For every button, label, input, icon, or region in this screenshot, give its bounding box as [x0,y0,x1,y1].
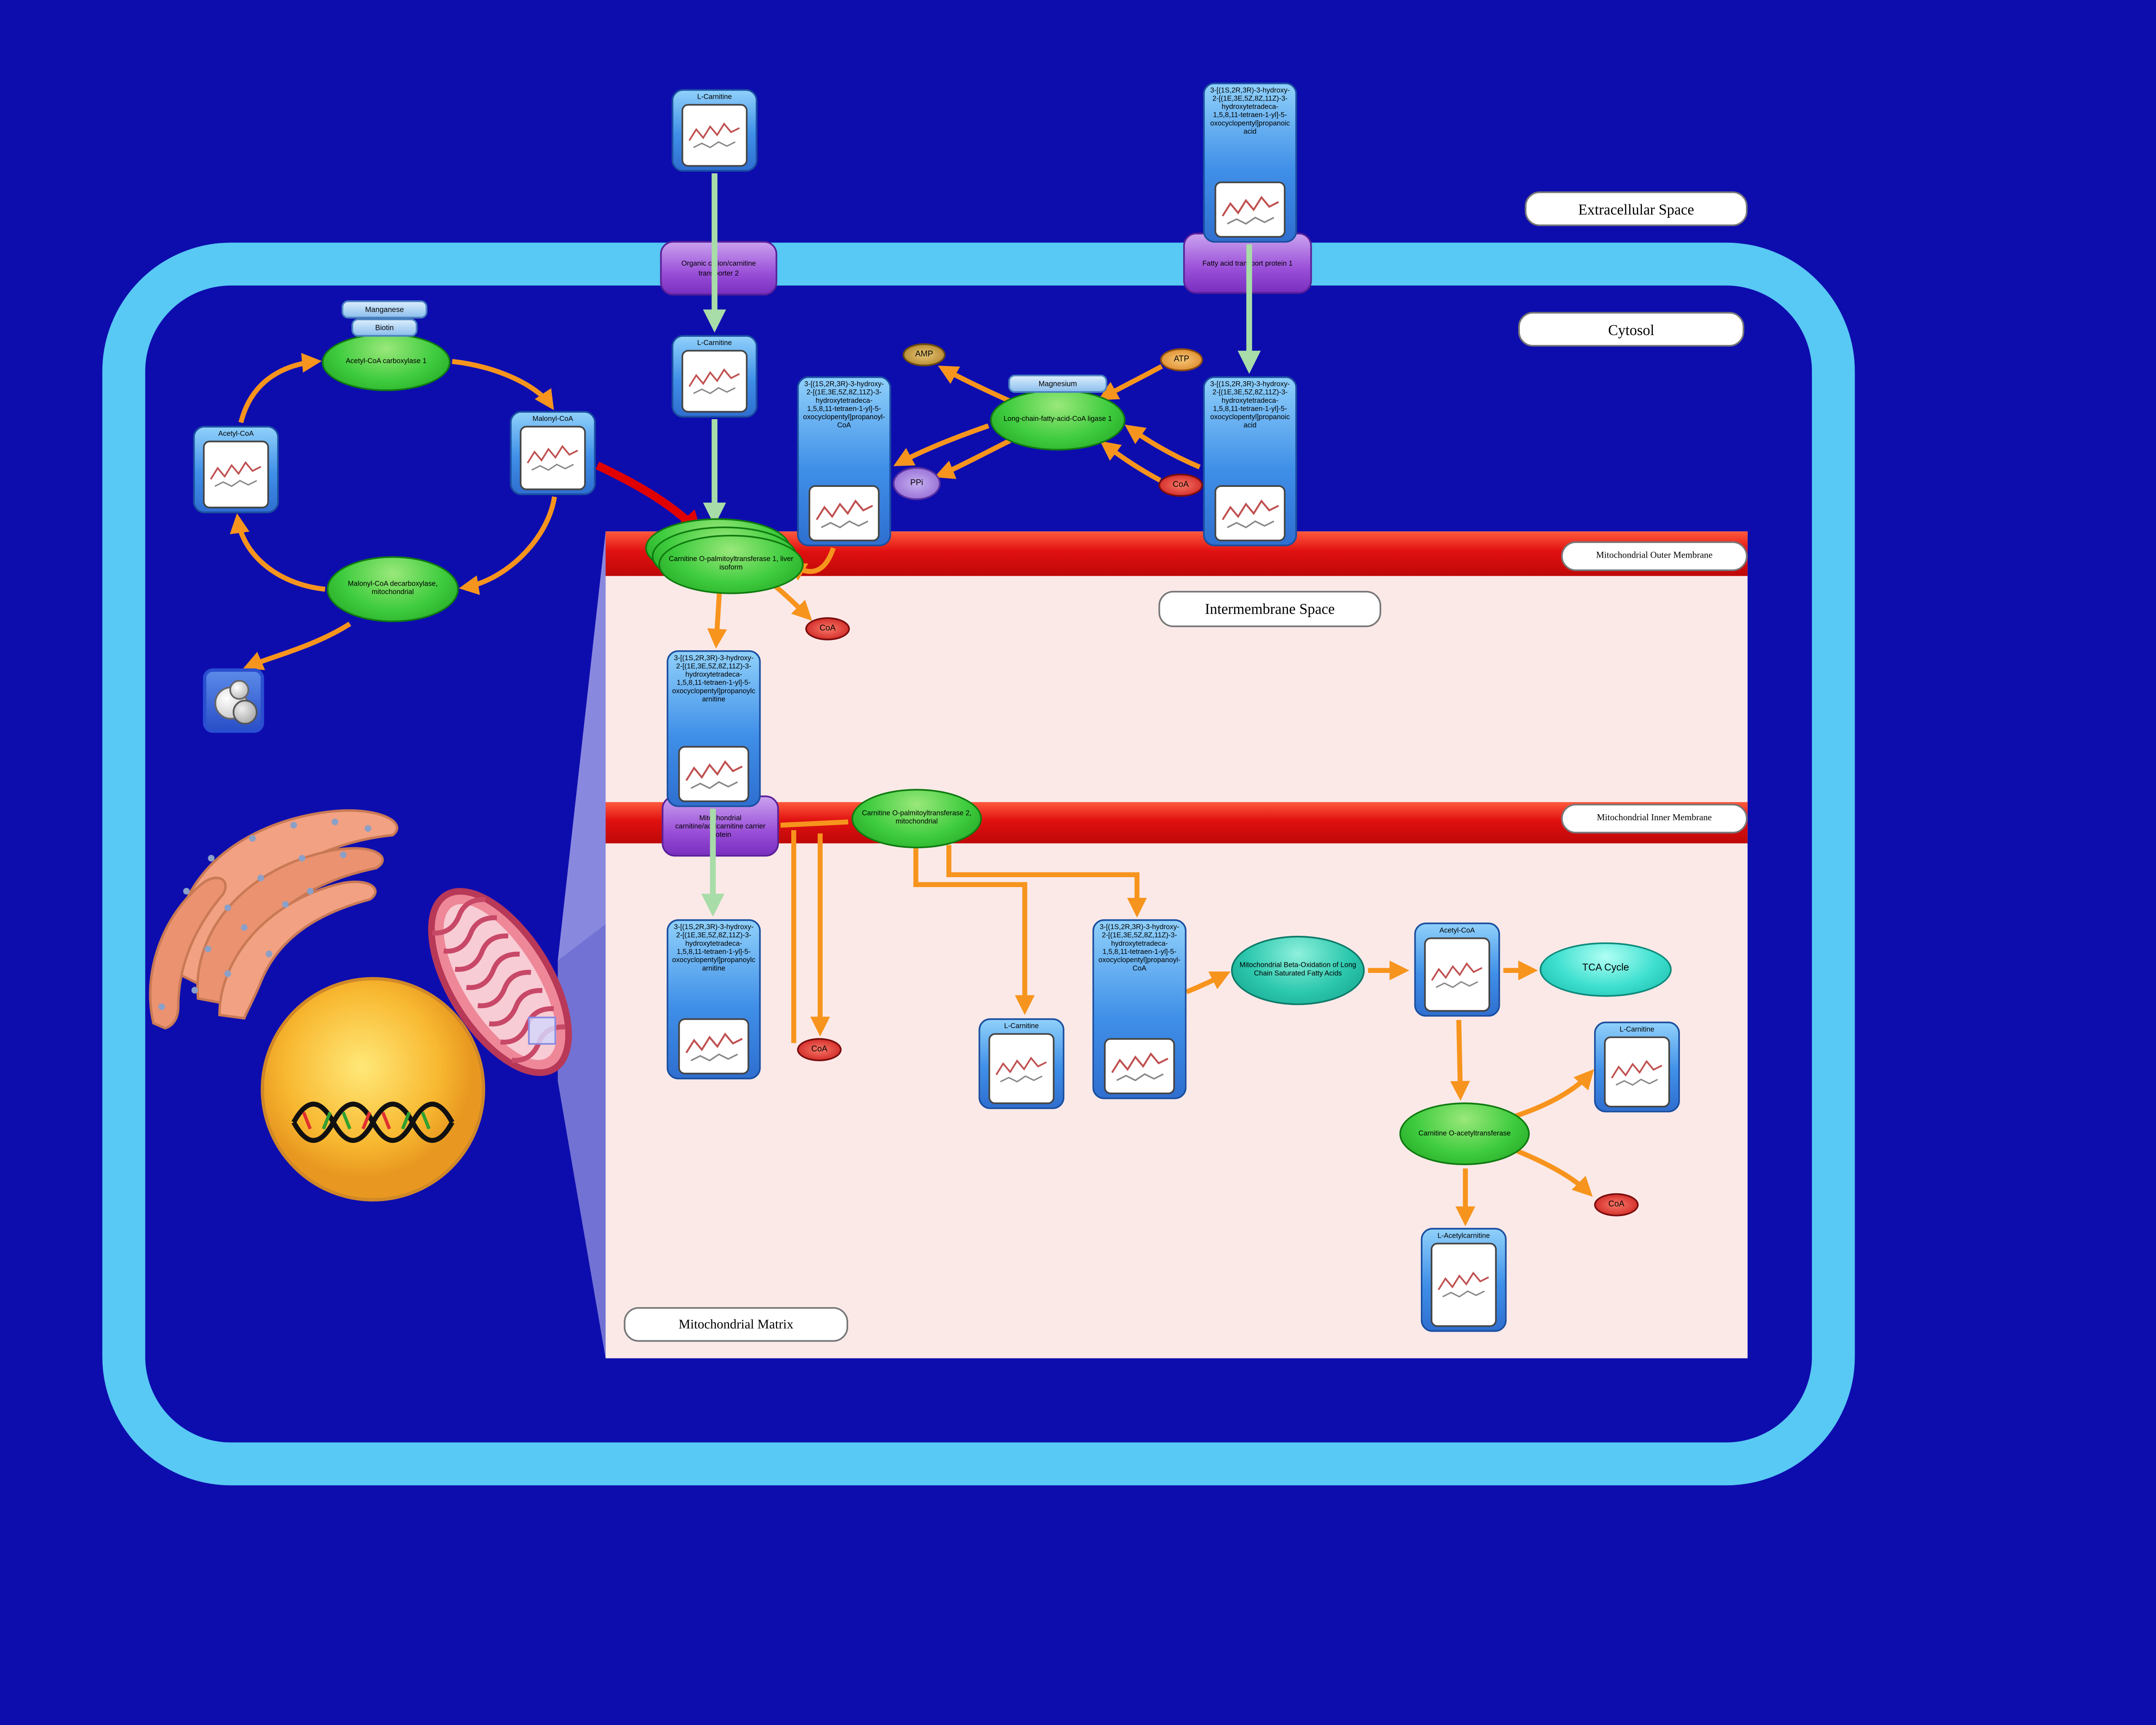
metabolite-acetyl-coa-cytosol[interactable]: Acetyl-CoA [193,426,279,514]
metabolite-label: L-Carnitine [1004,1021,1039,1030]
enzyme-label: Long-chain-fatty-acid-CoA ligase 1 [1003,414,1112,423]
metabolite-label: Acetyl-CoA [218,429,254,438]
label-cytosol: Cytosol [1518,312,1745,347]
co2-molecule[interactable] [203,668,264,733]
enzyme-cpt2[interactable]: Carnitine O-palmitoyltransferase 2, mito… [851,789,982,849]
enzyme-mcd[interactable]: Malonyl-CoA decarboxylase, mitochondrial [326,556,459,622]
metabolite-label: 3-[(1S,2R,3R)-3-hydroxy-2-[(1E,3E,5Z,8Z,… [1098,922,1181,972]
cofactor-atp[interactable]: ATP [1160,348,1203,372]
metabolite-label: L-Carnitine [697,92,732,101]
molecule-structure [682,350,747,413]
molecule-structure [1604,1036,1670,1107]
metabolite-fatty-acid-cytosol[interactable]: 3-[(1S,2R,3R)-3-hydroxy-2-[(1E,3E,5Z,8Z,… [1203,376,1297,546]
cofactor-amp[interactable]: AMP [903,343,946,367]
molecule-structure [989,1033,1054,1104]
atom-sphere [232,699,258,725]
endoplasmic-reticulum-illustration [149,809,398,1030]
label-extracellular-space: Extracellular Space [1525,191,1748,226]
molecule-structure [1103,1038,1176,1095]
metabolite-l-carnitine-matrix-2[interactable]: L-Carnitine [1594,1021,1680,1113]
metabolite-label: L-Carnitine [697,338,732,347]
metabolite-l-carnitine-matrix[interactable]: L-Carnitine [978,1018,1065,1109]
metabolite-label: Acetyl-CoA [1439,925,1475,935]
metabolite-acylcarnitine-intermembrane[interactable]: 3-[(1S,2R,3R)-3-hydroxy-2-[(1E,3E,5Z,8Z,… [667,650,761,807]
enzyme-label: Acetyl-CoA carboxylase 1 [345,356,427,365]
pathway-tca-cycle[interactable]: TCA Cycle [1539,942,1672,997]
cofactor-manganese[interactable]: Manganese [342,300,428,319]
enzyme-label: Carnitine O-palmitoyltransferase 1, live… [668,555,793,571]
metabolite-label: 3-[(1S,2R,3R)-3-hydroxy-2-[(1E,3E,5Z,8Z,… [1210,86,1290,135]
metabolite-acylcarnitine-matrix[interactable]: 3-[(1S,2R,3R)-3-hydroxy-2-[(1E,3E,5Z,8Z,… [667,919,761,1079]
molecule-structure [203,440,269,508]
metabolite-label: 3-[(1S,2R,3R)-3-hydroxy-2-[(1E,3E,5Z,8Z,… [1210,380,1290,429]
nucleus-illustration [260,977,486,1202]
molecule-structure [1424,937,1490,1012]
pathway-label: Mitochondrial Beta-Oxidation of Long Cha… [1239,960,1357,977]
label-intermembrane-space: Intermembrane Space [1158,591,1382,627]
enzyme-label: Malonyl-CoA decarboxylase, mitochondrial [348,579,438,596]
atom-sphere [229,680,249,700]
cell-membrane [102,242,1855,1486]
metabolite-malonyl-coa[interactable]: Malonyl-CoA [510,411,596,496]
metabolite-fatty-acyl-coa-matrix[interactable]: 3-[(1S,2R,3R)-3-hydroxy-2-[(1E,3E,5Z,8Z,… [1092,919,1187,1099]
pathway-label: TCA Cycle [1582,964,1629,974]
cofactor-coa-cpt1[interactable]: CoA [805,617,850,640]
cofactor-ppi[interactable]: PPi [893,467,941,500]
molecule-structure [677,746,750,802]
metabolite-label: L-Acetylcarnitine [1437,1231,1490,1240]
cofactor-coa-ligase[interactable]: CoA [1158,474,1203,497]
metabolite-acetyl-coa-matrix[interactable]: Acetyl-CoA [1414,922,1500,1017]
transporter-octn2[interactable]: Organic cation/carnitine transporter 2 [660,241,777,296]
molecule-structure [520,426,586,490]
molecule-structure [808,485,881,542]
enzyme-acc1[interactable]: Acetyl-CoA carboxylase 1 [322,333,451,391]
metabolite-fatty-acyl-coa-cytosol[interactable]: 3-[(1S,2R,3R)-3-hydroxy-2-[(1E,3E,5Z,8Z,… [797,376,891,546]
enzyme-ligase[interactable]: Long-chain-fatty-acid-CoA ligase 1 [990,389,1126,451]
metabolite-label: Malonyl-CoA [532,414,573,423]
cofactor-biotin[interactable]: Biotin [351,318,418,337]
molecule-structure [677,1018,750,1075]
cofactor-coa-cpt2[interactable]: CoA [797,1038,842,1061]
metabolite-label: 3-[(1S,2R,3R)-3-hydroxy-2-[(1E,3E,5Z,8Z,… [672,653,755,703]
metabolite-l-acetylcarnitine[interactable]: L-Acetylcarnitine [1421,1228,1507,1332]
molecule-structure [1213,485,1286,542]
molecule-structure [682,104,747,167]
enzyme-label: Carnitine O-acetyltransferase [1418,1128,1511,1137]
ribosome-dots [158,819,372,1010]
label-mitochondrial-matrix: Mitochondrial Matrix [624,1307,849,1342]
cofactor-coa-crat[interactable]: CoA [1594,1193,1639,1217]
metabolite-label: 3-[(1S,2R,3R)-3-hydroxy-2-[(1E,3E,5Z,8Z,… [672,922,755,972]
zoom-source-indicator [528,1016,556,1045]
metabolite-l-carnitine-cytosol[interactable]: L-Carnitine [671,335,758,418]
enzyme-cpt1-group[interactable]: Carnitine O-palmitoyltransferase 1, live… [645,518,805,594]
metabolite-l-carnitine-extracellular[interactable]: L-Carnitine [671,89,758,172]
dna-strand [291,1101,454,1143]
metabolite-fatty-acid-extracellular[interactable]: 3-[(1S,2R,3R)-3-hydroxy-2-[(1E,3E,5Z,8Z,… [1203,82,1297,243]
metabolite-label: 3-[(1S,2R,3R)-3-hydroxy-2-[(1E,3E,5Z,8Z,… [803,380,885,429]
enzyme-cpt1[interactable]: Carnitine O-palmitoyltransferase 1, live… [658,534,804,594]
label-inner-membrane: Mitochondrial Inner Membrane [1561,803,1748,834]
molecule-structure [1431,1242,1497,1327]
metabolite-label: L-Carnitine [1620,1025,1655,1033]
molecule-structure [1213,181,1286,238]
enzyme-label: Carnitine O-palmitoyltransferase 2, mito… [862,809,971,825]
enzyme-crat[interactable]: Carnitine O-acetyltransferase [1399,1102,1530,1165]
cofactor-magnesium[interactable]: Magnesium [1008,374,1107,393]
label-outer-membrane: Mitochondrial Outer Membrane [1561,541,1748,571]
pathway-beta-oxidation[interactable]: Mitochondrial Beta-Oxidation of Long Cha… [1231,935,1365,1005]
